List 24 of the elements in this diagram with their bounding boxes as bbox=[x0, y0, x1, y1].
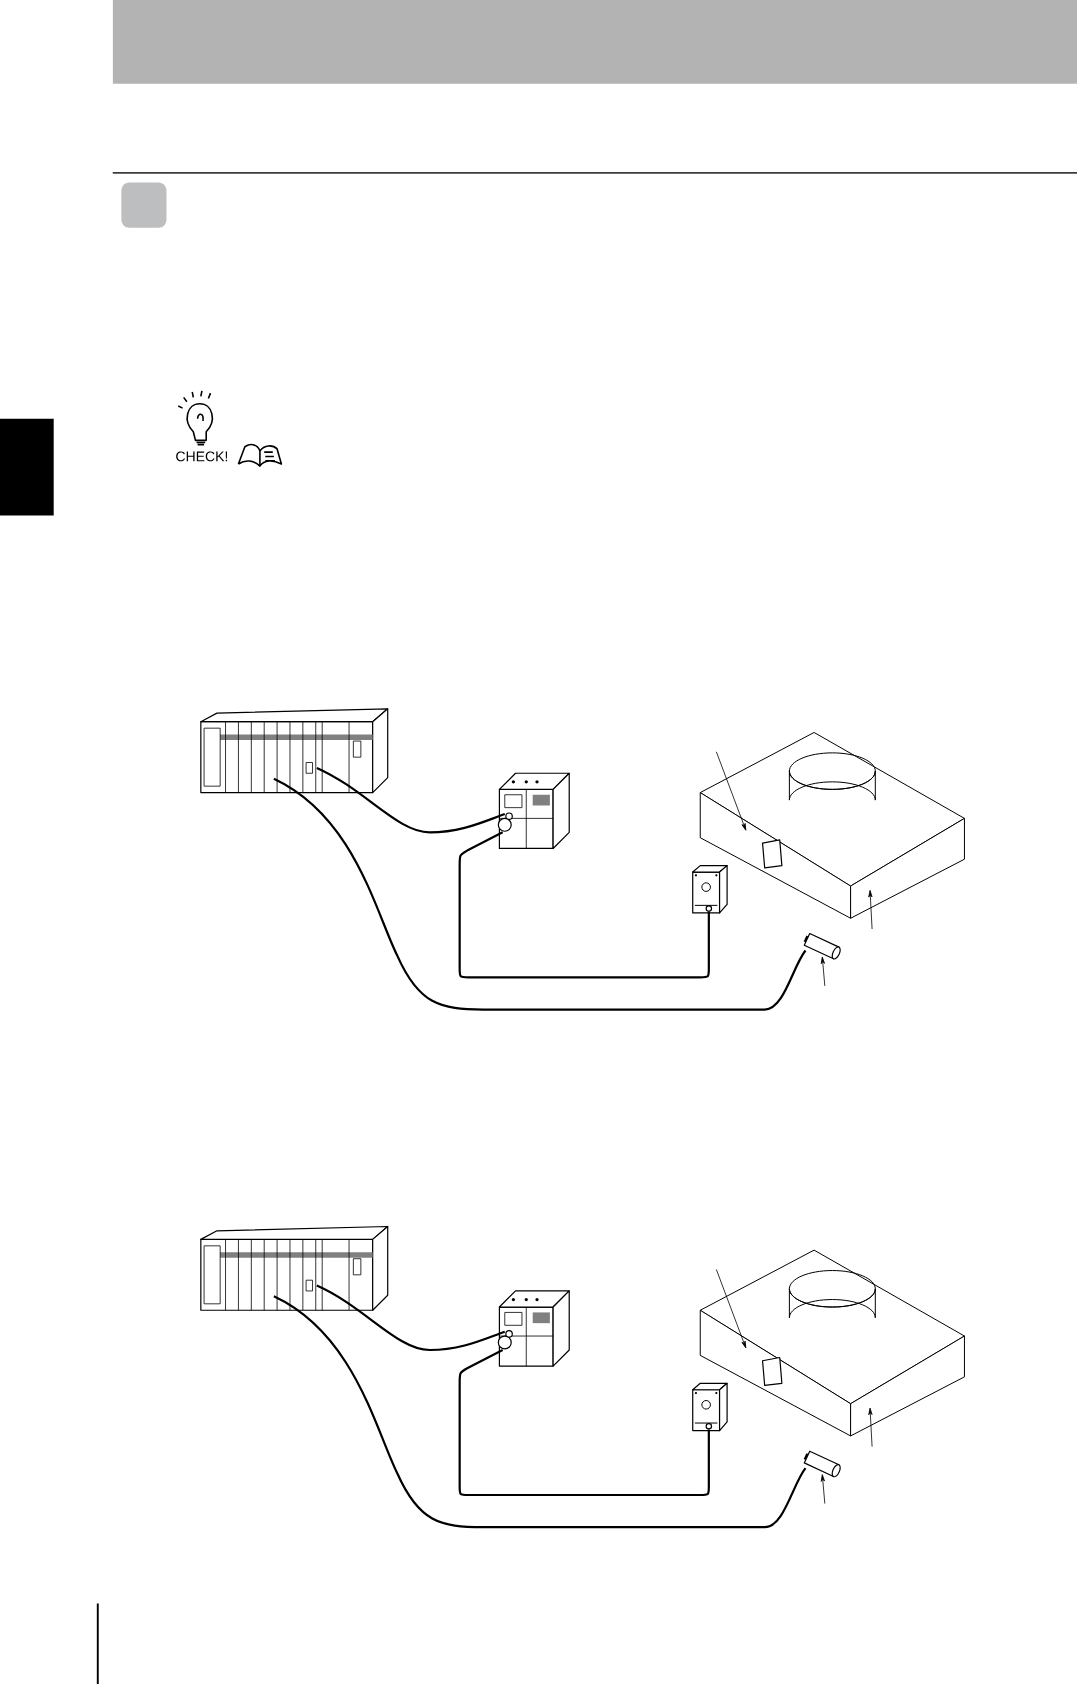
controller-drawing bbox=[497, 1290, 570, 1367]
cable bbox=[316, 766, 506, 834]
leader-line bbox=[868, 1407, 873, 1448]
leader-line bbox=[820, 956, 826, 987]
lamp-drawing bbox=[803, 1450, 841, 1478]
controller-drawing bbox=[497, 772, 570, 850]
sensor-drawing bbox=[692, 1382, 728, 1432]
plc-drawing bbox=[200, 1225, 389, 1311]
stage-drawing bbox=[699, 731, 965, 919]
cable bbox=[273, 1295, 807, 1529]
leader-line bbox=[820, 1474, 826, 1504]
cable bbox=[316, 1284, 506, 1352]
side-tab bbox=[0, 418, 54, 516]
lamp-drawing bbox=[803, 932, 841, 960]
leader-line bbox=[868, 889, 873, 930]
stage-drawing bbox=[699, 1249, 965, 1437]
leader-line bbox=[715, 1269, 747, 1349]
plc-drawing bbox=[200, 708, 389, 794]
cable bbox=[458, 831, 710, 979]
check-label: CHECK! bbox=[176, 451, 227, 462]
leader-line bbox=[715, 751, 747, 831]
sensor-drawing bbox=[692, 865, 728, 914]
cable bbox=[458, 1349, 710, 1497]
cable bbox=[273, 777, 807, 1011]
